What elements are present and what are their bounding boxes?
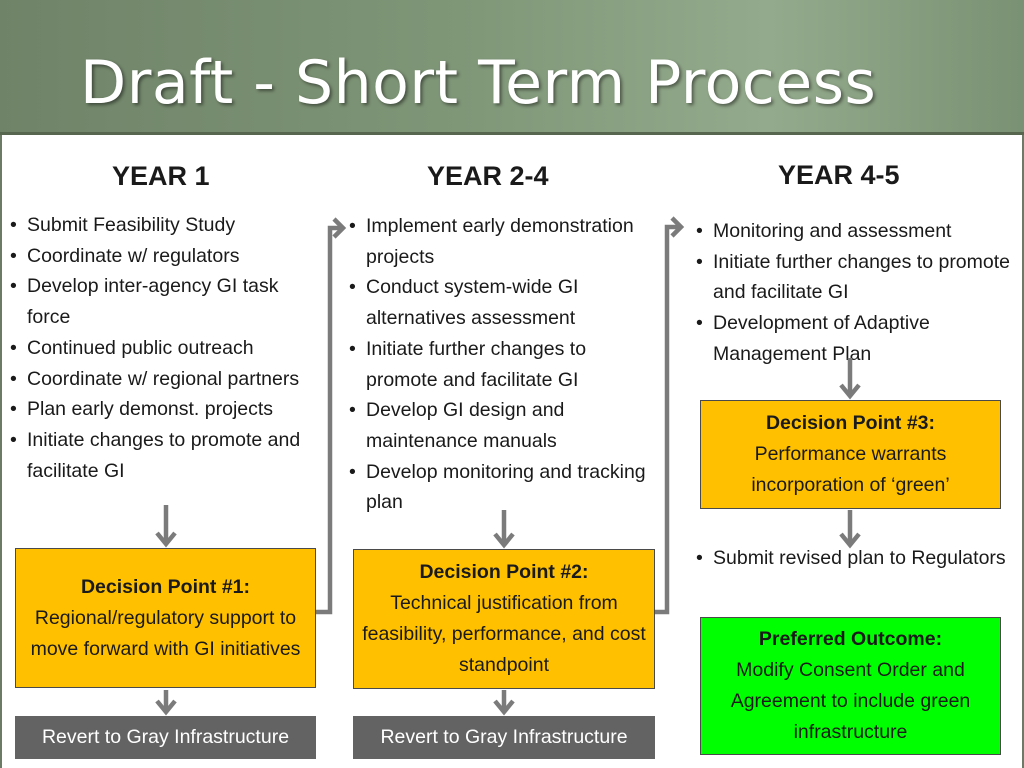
arrow-down-icon	[155, 505, 177, 548]
list-item: Submit Feasibility Study	[8, 210, 326, 241]
year-4-5-heading: YEAR 4-5	[778, 160, 900, 190]
revert-gray-box-2: Revert to Gray Infrastructure	[353, 716, 655, 759]
decision-point-2-title: Decision Point #2:	[419, 561, 589, 583]
list-item: Monitoring and assessment	[694, 216, 1016, 247]
list-item: Develop GI design and maintenance manual…	[347, 395, 647, 456]
year-2-4-task-list: Implement early demonstration projects C…	[347, 211, 647, 518]
list-item: Development of Adaptive Management Plan	[694, 308, 1016, 369]
list-item: Continued public outreach	[8, 333, 326, 364]
year-1-task-list: Submit Feasibility Study Coordinate w/ r…	[8, 210, 326, 486]
decision-point-3-text: Performance warrants incorporation of ‘g…	[751, 443, 950, 496]
list-item: Develop inter-agency GI task force	[8, 271, 326, 332]
frame-left-border	[0, 135, 2, 768]
preferred-outcome-text: Modify Consent Order and Agreement to in…	[730, 659, 971, 743]
list-item: Initiate changes to promote and facilita…	[8, 425, 326, 486]
arrow-down-icon	[839, 510, 861, 549]
decision-point-1-box: Decision Point #1: Regional/regulatory s…	[15, 548, 316, 688]
title-banner: Draft - Short Term Process	[0, 0, 1024, 135]
arrow-down-icon	[155, 690, 177, 716]
list-item: Conduct system-wide GI alternatives asse…	[347, 272, 647, 333]
frame-right-border	[1022, 135, 1024, 768]
preferred-outcome-title: Preferred Outcome:	[758, 628, 943, 650]
decision-point-3-box: Decision Point #3: Performance warrants …	[700, 400, 1001, 509]
year-2-4-heading: YEAR 2-4	[427, 161, 549, 191]
decision-point-3-title: Decision Point #3:	[765, 412, 936, 434]
arrow-down-icon	[493, 690, 515, 716]
slide-title: Draft - Short Term Process	[80, 48, 877, 118]
year-4-5-task-list: Monitoring and assessment Initiate furth…	[694, 216, 1016, 370]
list-item: Develop monitoring and tracking plan	[347, 457, 647, 518]
year-4-5-followup-list: Submit revised plan to Regulators	[694, 543, 1014, 574]
list-item: Coordinate w/ regional partners	[8, 364, 326, 395]
decision-point-1-title: Decision Point #1:	[80, 575, 251, 598]
list-item: Initiate further changes to promote and …	[347, 334, 647, 395]
list-item: Submit revised plan to Regulators	[694, 543, 1014, 574]
decision-point-1-text: Regional/regulatory support to move forw…	[30, 606, 301, 660]
list-item: Implement early demonstration projects	[347, 211, 647, 272]
arrow-right-icon	[655, 216, 685, 615]
decision-point-2-text: Technical justification from feasibility…	[362, 592, 646, 676]
decision-point-2-box: Decision Point #2: Technical justificati…	[353, 549, 655, 689]
list-item: Plan early demonst. projects	[8, 394, 326, 425]
list-item: Initiate further changes to promote and …	[694, 247, 1016, 308]
year-1-heading: YEAR 1	[112, 161, 210, 191]
revert-gray-box-1: Revert to Gray Infrastructure	[15, 716, 316, 759]
list-item: Coordinate w/ regulators	[8, 241, 326, 272]
preferred-outcome-box: Preferred Outcome: Modify Consent Order …	[700, 617, 1001, 755]
